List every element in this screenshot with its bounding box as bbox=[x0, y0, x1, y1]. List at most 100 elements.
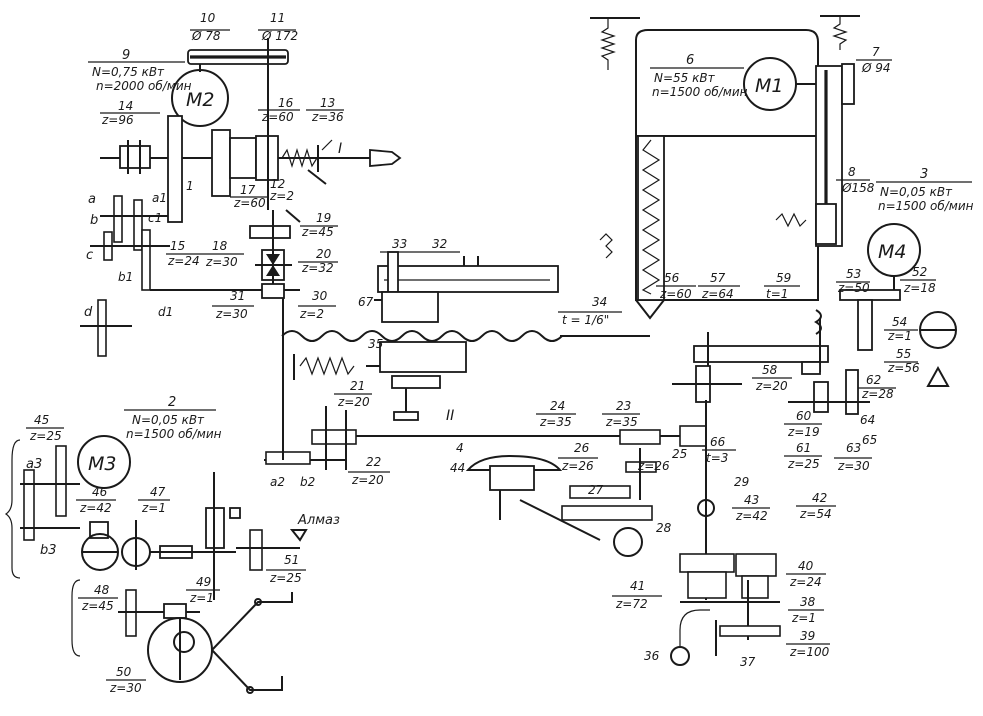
label-z100: z=100 bbox=[789, 645, 830, 659]
label-58: 58 bbox=[762, 363, 778, 377]
motor-m4-speed: n=1500 об/мин bbox=[878, 199, 974, 213]
label-35: 35 bbox=[368, 337, 383, 351]
label-15: 15 bbox=[170, 239, 185, 253]
motor-m1-group: M1 6 N=55 кВт n=1500 об/мин 5 7 Ø 94 8 Ø… bbox=[590, 15, 892, 320]
motor-m3-power: N=0,05 кВт bbox=[132, 413, 205, 427]
label-38: 38 bbox=[800, 595, 816, 609]
label-50: 50 bbox=[116, 665, 132, 679]
motor-m3-number: 2 bbox=[168, 395, 176, 410]
label-49: 49 bbox=[196, 575, 211, 589]
motor-m1-power: N=55 кВт bbox=[654, 71, 716, 85]
label-t16: t = 1/6" bbox=[562, 313, 609, 327]
motor-m2-power: N=0,75 кВт bbox=[92, 65, 165, 79]
label-z2a: z=2 bbox=[269, 189, 294, 203]
label-31: 31 bbox=[230, 289, 245, 303]
label-17: 17 bbox=[240, 183, 256, 197]
label-52: 52 bbox=[912, 265, 927, 279]
change-gears-abcd: a b c d a1 c1 b1 d1 1 15 z=24 18 z=30 bbox=[80, 179, 300, 357]
label-22: 22 bbox=[366, 455, 381, 469]
label-b2: b2 bbox=[300, 475, 315, 489]
motor-m4-number: 3 bbox=[920, 167, 928, 182]
label-z1a: z=1 bbox=[887, 329, 912, 343]
label-24: 24 bbox=[550, 399, 565, 413]
label-11: 11 bbox=[270, 11, 285, 25]
label-43: 43 bbox=[744, 493, 759, 507]
motor-m2-name: M2 bbox=[186, 89, 214, 111]
label-z36: z=36 bbox=[311, 110, 344, 124]
label-a1: a1 bbox=[152, 191, 167, 205]
motor-m3 bbox=[77, 435, 131, 489]
label-z24a: z=24 bbox=[167, 254, 200, 268]
label-19: 19 bbox=[316, 211, 331, 225]
label-z35b: z=35 bbox=[605, 415, 638, 429]
label-z1b: z=1 bbox=[791, 611, 816, 625]
label-z50: z=50 bbox=[837, 281, 870, 295]
label-10: 10 bbox=[200, 11, 216, 25]
label-z64: z=64 bbox=[701, 287, 734, 301]
label-8: 8 bbox=[848, 165, 856, 179]
label-27: 27 bbox=[588, 483, 604, 497]
motor-m1-name: M1 bbox=[755, 75, 783, 97]
table-32-33: 33 32 67 35 34 t = 1/6" bbox=[281, 237, 650, 421]
label-29: 29 bbox=[734, 475, 749, 489]
label-60: 60 bbox=[796, 409, 812, 423]
gearbox-36-43: 43 z=42 42 z=54 40 z=24 41 z=72 38 z=1 3… bbox=[612, 470, 836, 669]
label-23: 23 bbox=[616, 399, 631, 413]
label-t1: t=1 bbox=[766, 287, 788, 301]
label-z24b: z=24 bbox=[789, 575, 822, 589]
label-z26a: z=26 bbox=[561, 459, 594, 473]
shaft-ii-label: II bbox=[446, 408, 454, 424]
label-d78: Ø 78 bbox=[191, 29, 221, 43]
label-37: 37 bbox=[740, 655, 756, 669]
label-z42b: z=42 bbox=[79, 501, 112, 515]
label-z72: z=72 bbox=[615, 597, 648, 611]
label-33: 33 bbox=[392, 237, 407, 251]
label-z96: z=96 bbox=[101, 113, 134, 127]
label-z30b: z=30 bbox=[215, 307, 248, 321]
label-26: 26 bbox=[574, 441, 590, 455]
label-z35a: z=35 bbox=[539, 415, 572, 429]
label-z25a: z=25 bbox=[787, 457, 820, 471]
label-d172: Ø 172 bbox=[261, 29, 298, 43]
label-66: 66 bbox=[710, 435, 726, 449]
label-z18: z=18 bbox=[903, 281, 936, 295]
motor-m3-group: M3 2 N=0,05 кВт n=1500 об/мин 45 z=25 a3… bbox=[4, 395, 340, 695]
label-z30d: z=30 bbox=[109, 681, 142, 695]
label-z32: z=32 bbox=[301, 261, 334, 275]
label-d94: Ø 94 bbox=[861, 61, 891, 75]
motor-m1-speed: n=1500 об/мин bbox=[652, 85, 748, 99]
belt-drive-10-11: 10 Ø 78 11 Ø 172 bbox=[187, 11, 298, 72]
label-62: 62 bbox=[866, 373, 881, 387]
label-z56: z=56 bbox=[887, 361, 920, 375]
label-44: 44 bbox=[450, 461, 465, 475]
motor-m2-group: M2 9 N=0,75 кВт n=2000 об/мин bbox=[88, 48, 229, 127]
label-48: 48 bbox=[94, 583, 110, 597]
label-1: 1 bbox=[186, 179, 194, 193]
label-63: 63 bbox=[846, 441, 861, 455]
label-47: 47 bbox=[150, 485, 166, 499]
label-56: 56 bbox=[664, 271, 680, 285]
label-64: 64 bbox=[860, 413, 875, 427]
label-51: 51 bbox=[284, 553, 299, 567]
label-21: 21 bbox=[350, 379, 365, 393]
label-c1: c1 bbox=[148, 211, 162, 225]
motor-m4-name: M4 bbox=[878, 241, 906, 263]
label-d: d bbox=[84, 305, 93, 320]
diamond-label: Алмаз bbox=[297, 513, 340, 528]
label-z20a: z=20 bbox=[755, 379, 788, 393]
label-z54: z=54 bbox=[799, 507, 832, 521]
label-z30c: z=30 bbox=[837, 459, 870, 473]
label-25: 25 bbox=[672, 447, 687, 461]
label-z25c: z=25 bbox=[269, 571, 302, 585]
label-a: a bbox=[88, 192, 96, 207]
motor-m2-speed: n=2000 об/мин bbox=[96, 79, 192, 93]
label-36: 36 bbox=[644, 649, 660, 663]
label-7: 7 bbox=[872, 45, 880, 59]
label-b3: b3 bbox=[40, 543, 57, 558]
label-39: 39 bbox=[800, 629, 815, 643]
label-20: 20 bbox=[316, 247, 332, 261]
label-z42a: z=42 bbox=[735, 509, 768, 523]
motor-m4-group: M4 3 N=0,05 кВт n=1500 об/мин 53 z=50 52… bbox=[836, 167, 974, 387]
shaft-i-label: I bbox=[338, 141, 342, 157]
label-z45b: z=45 bbox=[81, 599, 114, 613]
